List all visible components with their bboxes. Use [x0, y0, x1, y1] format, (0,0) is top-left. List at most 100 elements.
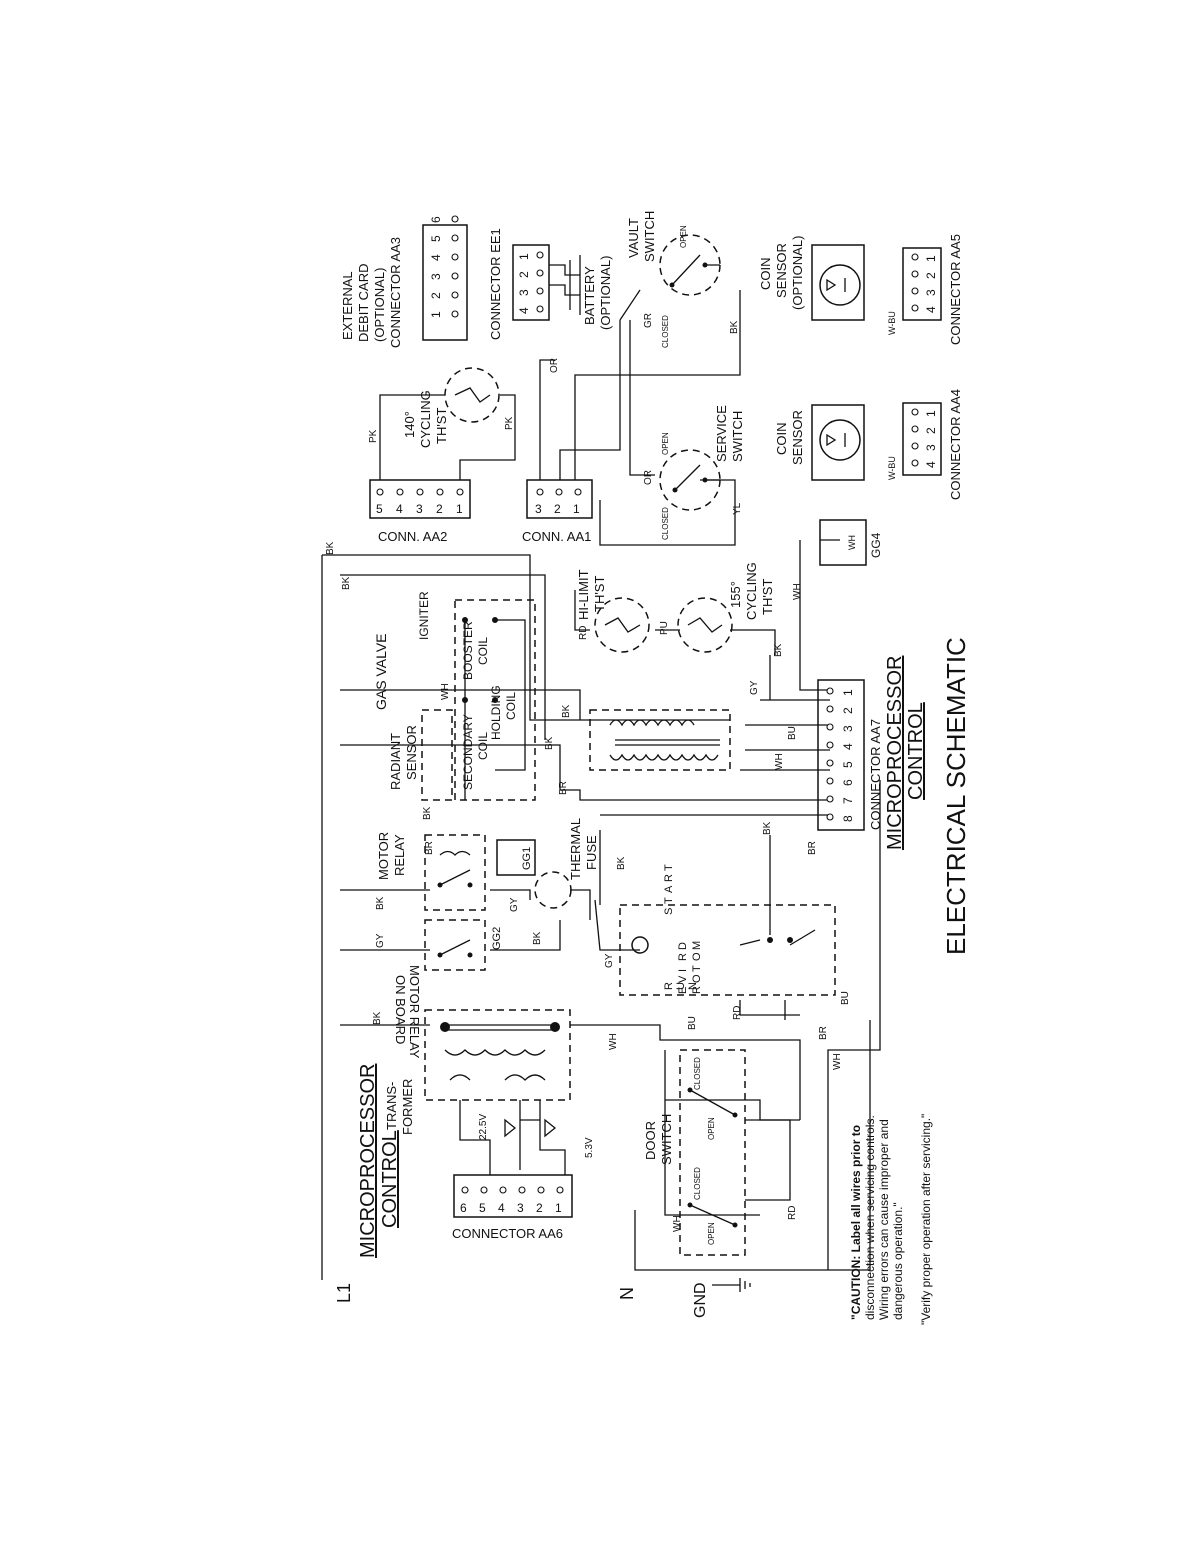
vault-switch-line2: SWITCH: [642, 211, 657, 262]
gas-valve-label: GAS VALVE: [373, 633, 389, 710]
wire-rd-hilimit: RD: [578, 626, 589, 640]
motor-letter-2-3: O: [691, 974, 703, 983]
thermal-fuse-symbol: [534, 871, 572, 909]
coin-line1: COIN: [774, 423, 789, 456]
aa1-pin-3: 3: [535, 502, 542, 516]
ee1-pin-2: 2: [517, 271, 531, 278]
thermostat-140-symbol: [444, 367, 500, 423]
aa7-pin-1: 1: [841, 689, 855, 696]
holding-line2: COIL: [504, 692, 518, 720]
aa7-pin-3: 3: [841, 725, 855, 732]
aa7-pin-6: 6: [841, 779, 855, 786]
coin-line2: SENSOR: [790, 410, 805, 465]
motor-relay-dashed: [424, 834, 486, 911]
wire-gr: GR: [643, 313, 654, 328]
radiant-line2: SENSOR: [404, 725, 419, 780]
wire-wbu-1: W-BU: [887, 456, 897, 480]
motor-letter-0-4: T: [663, 864, 675, 871]
ext_debit-pin-dot-1: [451, 310, 459, 318]
wire-bk-transformer: BK: [372, 1011, 383, 1025]
vault-switch-line1: VAULT: [626, 218, 641, 258]
wire-bu-motor: BU: [840, 991, 851, 1005]
connector-aa3: [422, 224, 468, 341]
wire-rd-door: RD: [787, 1206, 798, 1220]
wire-br-mid: BR: [558, 781, 569, 795]
aa4-pin-dot-4: [911, 459, 919, 467]
motor-letter-0-2: A: [663, 885, 675, 893]
gg4-ground-box: [819, 519, 867, 566]
wire-bu-aa7: BU: [787, 726, 798, 740]
coin-sensor-opt-housing: [811, 244, 865, 321]
wire-pk-2: PK: [504, 416, 515, 430]
gg4-wh: WH: [847, 535, 857, 550]
wire-wh-aa7: WH: [774, 753, 785, 770]
aa2-pin-dot-2: [436, 488, 444, 496]
booster-line2: COIL: [476, 637, 490, 665]
gg1-ground-box: [496, 839, 536, 876]
aa5-pin-dot-4: [911, 304, 919, 312]
motor-relay-onboard-block: GG2 MOTOR RELAY ON BOARD GY BK: [375, 919, 543, 1059]
wire-or-service: OR: [643, 470, 654, 485]
ee1-pin-dot-3: [536, 287, 544, 295]
door-switch-line1: DOOR: [643, 1121, 658, 1160]
aa4-pin-dot-2: [911, 425, 919, 433]
wire-wh-right: WH: [832, 1053, 843, 1070]
aa2-pin-3: 3: [416, 502, 423, 516]
aa1-pin-dot-3: [536, 488, 544, 496]
ext_debit-pin-3: 3: [429, 273, 443, 280]
aa6-pin-dot-5: [480, 1186, 488, 1194]
ee1-pin-dot-4: [536, 305, 544, 313]
aa5-pin-dot-3: [911, 287, 919, 295]
wire-gy-aa7: GY: [749, 680, 760, 695]
ext_debit-pin-1: 1: [429, 311, 443, 318]
transformer-line2: FORMER: [400, 1079, 415, 1135]
motor-letter-2-1: O: [691, 952, 703, 961]
battery-line1: BATTERY: [582, 266, 597, 325]
hi-limit-symbol: [594, 597, 650, 653]
aa2-pin-1: 1: [456, 502, 463, 516]
aa5-pin-dot-1: [911, 253, 919, 261]
aa7-pin-5: 5: [841, 761, 855, 768]
caution-line4: dangerous operation.": [891, 1202, 905, 1320]
transformer-block: TRANS- FORMER 22.5V 5.3V BK WH BU: [372, 1009, 698, 1175]
wire-wbu-2: W-BU: [887, 311, 897, 335]
aa6-label: CONNECTOR AA6: [452, 1226, 563, 1241]
wiring: [321, 289, 881, 1280]
coin-opt-line2: SENSOR: [774, 243, 789, 298]
onboard-line2: ON BOARD: [393, 975, 408, 1044]
connector-aa6: [453, 1174, 573, 1218]
aa2-label: CONN. AA2: [378, 529, 447, 544]
wire-gy-motor: GY: [604, 953, 615, 968]
motor-letter-2-2: T: [691, 965, 703, 972]
motor-letter-3-0: R: [663, 982, 675, 990]
aa7-pin-dot-1: [826, 687, 834, 695]
secondary-line2: COIL: [476, 732, 490, 760]
connector-aa1: [526, 479, 593, 519]
ee1-pin-dot-2: [536, 269, 544, 277]
motor-letter-2-4: R: [691, 986, 703, 994]
title-mp-line2: CONTROL: [905, 702, 927, 800]
cycling-140-line2: CYCLING: [418, 390, 433, 448]
motor-letter-1-1: R: [677, 953, 689, 961]
wire-br-door: BR: [818, 1026, 829, 1040]
aa4-pin-3: 3: [924, 444, 938, 451]
gas-valve-block: GAS VALVE IGNITER BOOSTER COIL HOLDING C…: [373, 591, 536, 801]
motor-letter-1-3: V: [677, 975, 689, 983]
booster-line1: BOOSTER: [461, 621, 475, 680]
service-switch-line1: SERVICE: [714, 405, 729, 462]
ext-debit-line1: EXTERNAL: [340, 271, 355, 340]
aa5-pin-2: 2: [924, 272, 938, 279]
aa6-pin-dot-1: [556, 1186, 564, 1194]
motor-letter-0-1: T: [663, 897, 675, 904]
ext_debit-pin-dot-3: [451, 272, 459, 280]
wire-bk-relay: BK: [375, 896, 386, 910]
hi-limit-block: HI-LIMIT TH'ST 155° CYCLING TH'ST RD PU: [576, 562, 775, 653]
gas-valve-dashed: [454, 599, 536, 801]
